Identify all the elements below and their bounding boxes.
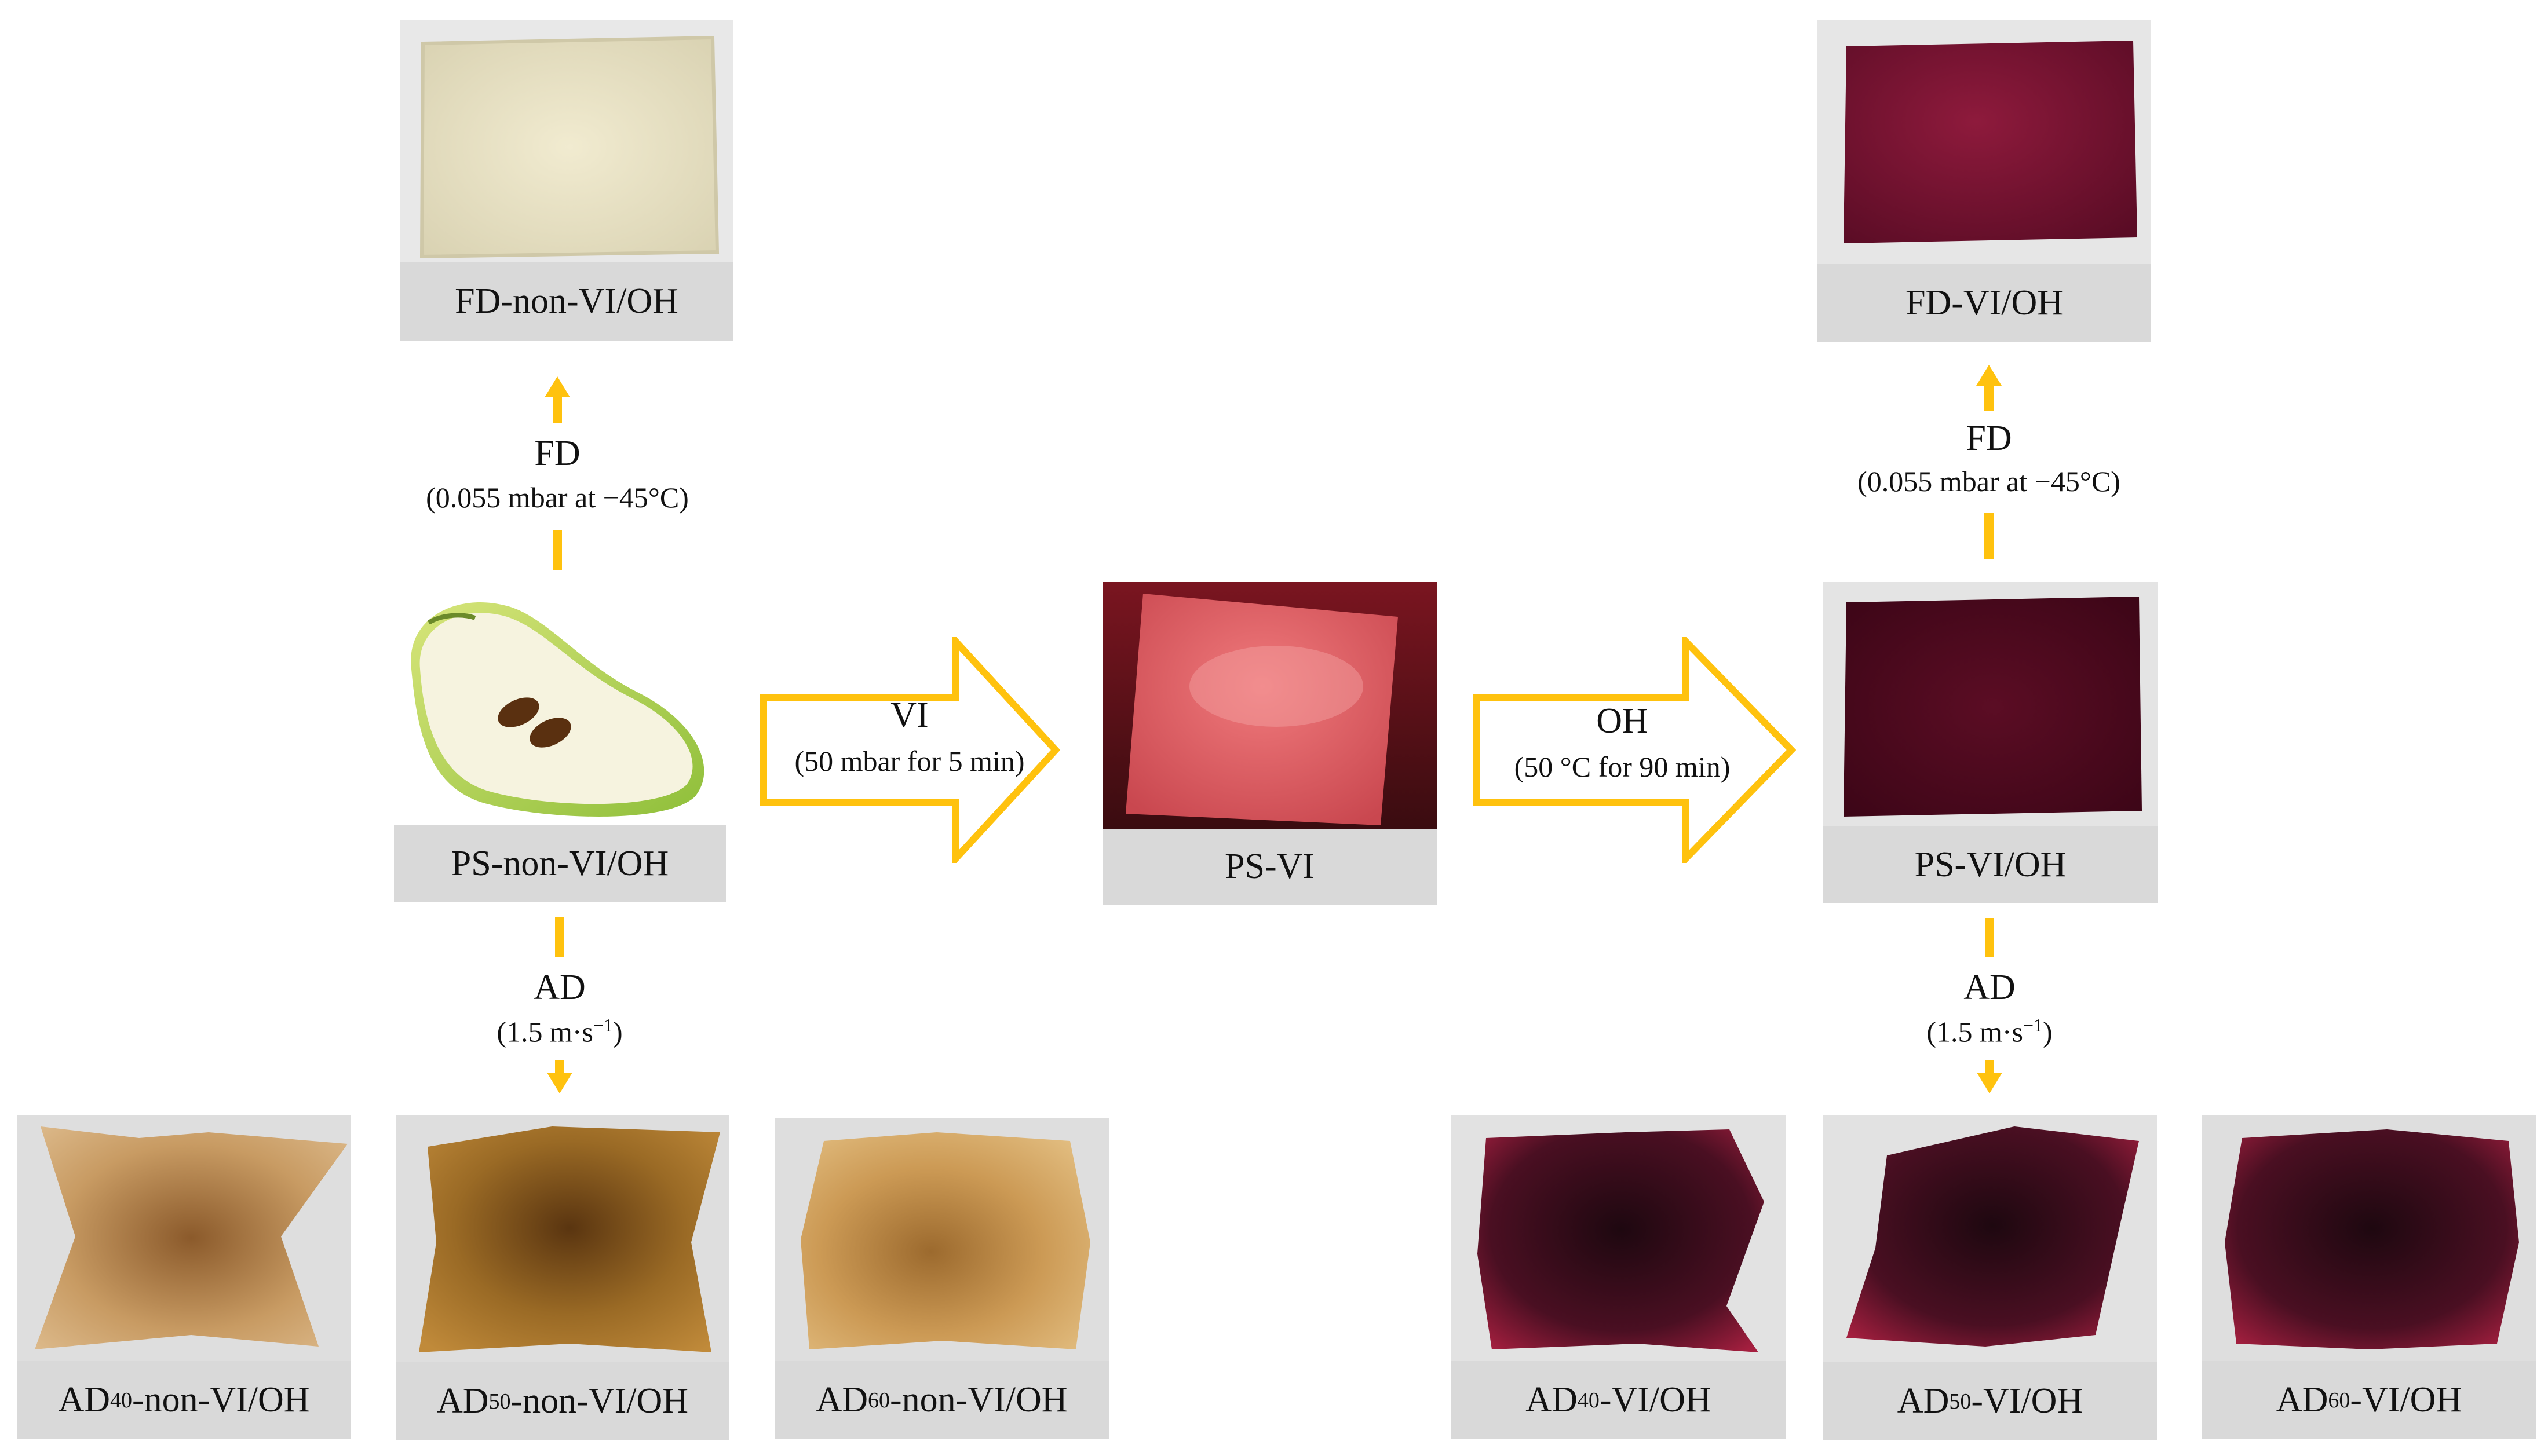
step-cond-ad-left: (1.5 m·s−1) bbox=[497, 1015, 623, 1048]
sample-fd-vi-oh: FD-VI/OH bbox=[1817, 20, 2151, 342]
sample-photo-ad60-non bbox=[775, 1118, 1109, 1361]
sample-label: PS-VI/OH bbox=[1914, 845, 2067, 884]
sample-fd-non-vi-oh: FD-non-VI/OH bbox=[400, 20, 733, 341]
sample-photo-ad60-vi bbox=[2202, 1115, 2536, 1361]
step-cond-oh: (50 °C for 90 min) bbox=[1514, 751, 1731, 783]
connector-line bbox=[553, 396, 562, 423]
sample-photo-ad40-vi bbox=[1451, 1115, 1786, 1361]
sample-photo-fd-vi-oh bbox=[1817, 20, 2151, 264]
sample-label: FD-VI/OH bbox=[1905, 283, 2064, 323]
step-name-fd-left: FD bbox=[534, 434, 581, 473]
sample-label: PS-non-VI/OH bbox=[451, 844, 669, 883]
connector-line bbox=[1985, 918, 1994, 957]
arrowhead-down-icon bbox=[547, 1073, 572, 1093]
arrowhead-up-icon bbox=[1976, 365, 2002, 386]
arrowhead-up-icon bbox=[545, 376, 570, 397]
sample-ps-vi-oh: PS-VI/OH bbox=[1823, 582, 2158, 903]
process-arrow-vi-icon bbox=[760, 637, 1060, 863]
connector-line bbox=[553, 530, 562, 570]
connector-line bbox=[555, 1060, 564, 1073]
connector-line bbox=[1984, 385, 1994, 411]
sample-photo-pear bbox=[394, 582, 726, 825]
step-name-fd-right: FD bbox=[1966, 419, 2012, 458]
connector-line bbox=[1984, 513, 1994, 559]
sample-photo-fd-non-vi-oh bbox=[400, 20, 733, 262]
step-name-vi: VI bbox=[890, 696, 929, 735]
step-cond-ad-right: (1.5 m·s−1) bbox=[1926, 1015, 2053, 1048]
connector-line bbox=[1985, 1060, 1994, 1073]
arrowhead-down-icon bbox=[1977, 1073, 2002, 1093]
connector-line bbox=[555, 917, 564, 957]
sample-photo-ad50-vi bbox=[1823, 1115, 2157, 1362]
step-name-ad-right: AD bbox=[1963, 968, 2016, 1007]
sample-ps-vi: PS-VI bbox=[1103, 582, 1437, 905]
sample-photo-ps-vi bbox=[1103, 582, 1437, 829]
step-name-ad-left: AD bbox=[534, 968, 586, 1007]
sample-label: PS-VI bbox=[1224, 847, 1315, 886]
sample-label: FD-non-VI/OH bbox=[455, 281, 678, 321]
sample-photo-ad50-non bbox=[396, 1115, 729, 1362]
step-cond-vi: (50 mbar for 5 min) bbox=[794, 745, 1025, 777]
sample-photo-ad40-non bbox=[17, 1115, 351, 1361]
step-cond-fd-left: (0.055 mbar at −45°C) bbox=[426, 481, 689, 514]
step-cond-fd-right: (0.055 mbar at −45°C) bbox=[1857, 465, 2120, 497]
step-name-oh: OH bbox=[1596, 701, 1648, 741]
sample-photo-ps-vi-oh bbox=[1823, 582, 2158, 826]
process-arrow-oh-icon bbox=[1473, 637, 1796, 863]
sample-ps-non-vi-oh: PS-non-VI/OH bbox=[394, 582, 726, 902]
